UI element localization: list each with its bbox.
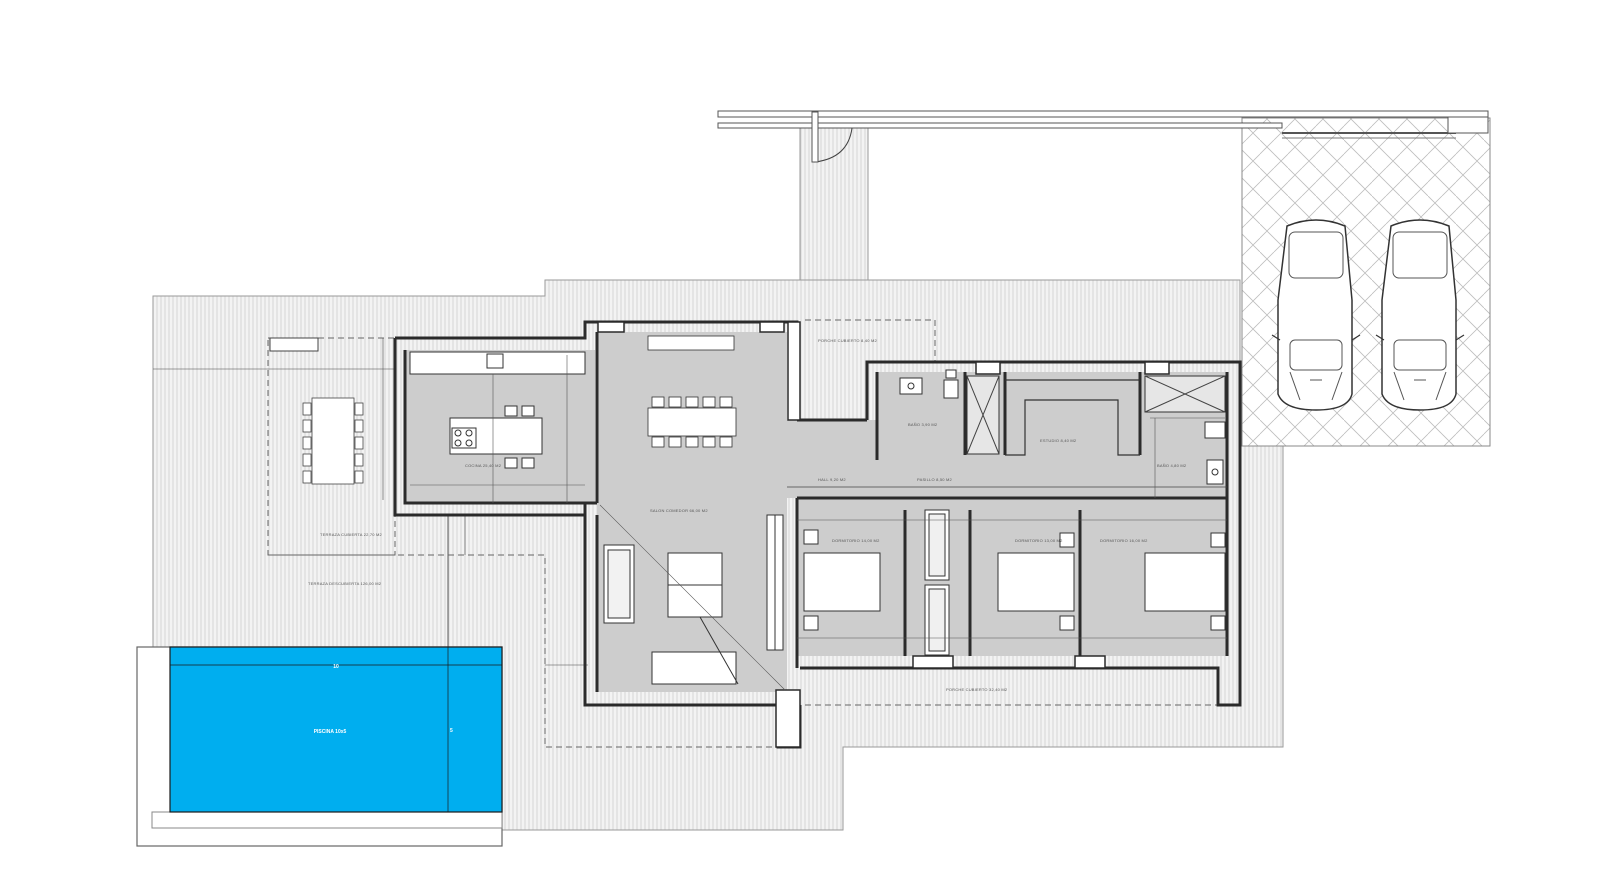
dining-table-icon	[302, 397, 364, 485]
car-icon	[1375, 219, 1465, 411]
terrace-uncovered-label: TERRAZA DESCUBIERTA 126,00 M2	[308, 581, 382, 586]
bed-icon	[1144, 532, 1226, 631]
room-label-study: ESTUDIO 8,40 M2	[1040, 438, 1077, 443]
pool-label: PISCINA 10x5	[314, 729, 347, 735]
boundary-wall	[717, 110, 1489, 163]
outdoor-bench	[269, 337, 319, 352]
room-label-kitchen: COCINA 25,40 M2	[465, 463, 502, 468]
wall-pillars	[597, 321, 1170, 748]
study-fixtures	[1005, 379, 1140, 456]
room-label-bedroom-1: DORMITORIO 14,00 M2	[832, 538, 880, 543]
bed-icon	[997, 532, 1075, 631]
car-icon	[1271, 219, 1361, 411]
pool: 10 5 PISCINA 10x5	[136, 515, 503, 847]
bath-fixtures	[899, 369, 1000, 455]
parking-area	[1241, 117, 1491, 447]
bedroom-dim-lines	[797, 519, 1227, 639]
room-label-bedroom-2: DORMITORIO 13,00 M2	[1015, 538, 1063, 543]
pool-dimension-width: 5	[450, 728, 453, 734]
cover-outlines	[267, 319, 1220, 748]
porch-rear-label: PORCHE CUBIERTO 32,40 M2	[946, 687, 1008, 692]
room-label-bath-1: BAÑO 3,90 M2	[908, 422, 938, 427]
room-label-bath-2: BAÑO 4,80 M2	[1157, 463, 1187, 468]
pool-dimension-length: 10	[333, 664, 339, 670]
wardrobes	[924, 509, 950, 656]
bath-fixtures	[1144, 375, 1226, 498]
kitchen-fixtures	[409, 351, 586, 503]
bed-icon	[803, 529, 881, 631]
dimension-lines	[153, 338, 588, 666]
interior	[405, 332, 1227, 692]
terrace-covered-label: TERRAZA CUBIERTA 22,70 M2	[320, 532, 383, 537]
sofa-icon	[603, 514, 784, 685]
room-label-bedroom-3: DORMITORIO 16,00 M2	[1100, 538, 1148, 543]
dining-table-icon	[647, 335, 737, 448]
room-label-porch-entry: PORCHE CUBIERTO 8,40 M2	[818, 338, 877, 343]
room-label-hall: HALL 9,20 M2	[818, 477, 846, 482]
room-label-living: SALON COMEDOR 66,00 M2	[650, 508, 708, 513]
living-dim-line	[599, 504, 786, 691]
room-label-corridor: PASILLO 8,50 M2	[917, 477, 953, 482]
